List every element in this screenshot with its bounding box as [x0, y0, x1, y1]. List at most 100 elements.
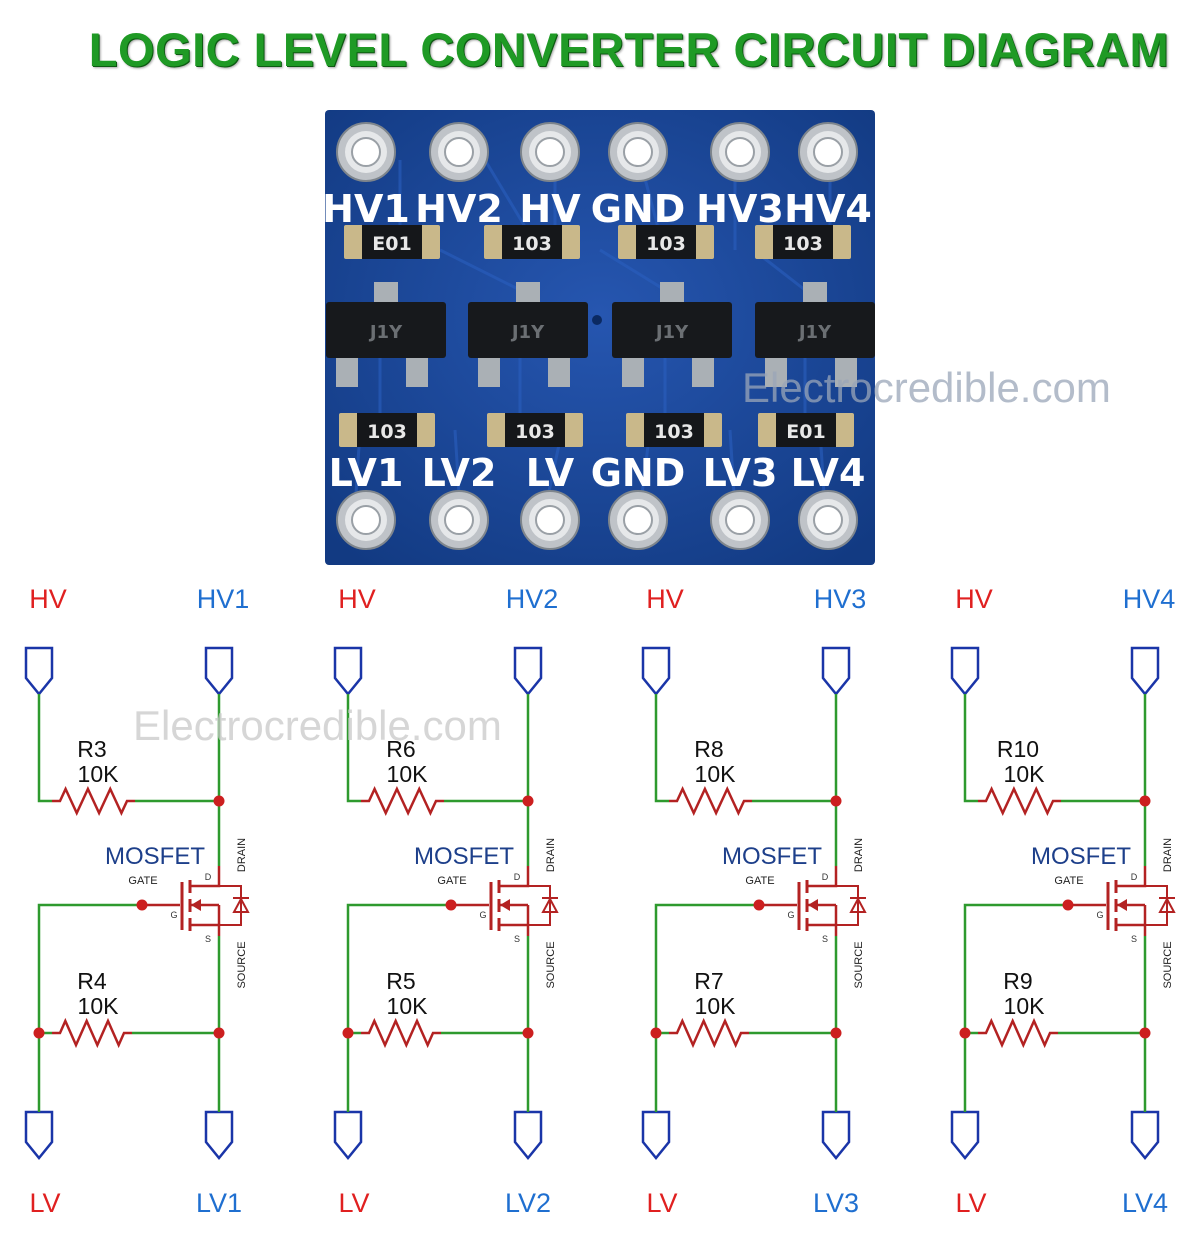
junction-source-node [830, 1027, 842, 1039]
trace [483, 159, 532, 236]
top-pin-label: HV2 [415, 187, 503, 231]
lv-supply-port [24, 1110, 54, 1160]
bottom-resistor [361, 1017, 441, 1049]
diode-wire [836, 885, 859, 926]
resistor-body [505, 413, 565, 447]
board-mosfet-4: J1Y [755, 282, 875, 387]
gate-pin-label: GATE [128, 875, 157, 887]
drain-pin-letter: D [514, 872, 521, 882]
bottom-smd-resistor-4: E01 [758, 413, 854, 447]
mosfet-package [612, 302, 732, 358]
source-pin-label: SOURCE [1162, 941, 1174, 988]
hv-supply-port [641, 646, 671, 696]
top-resistor-ref: R3 [77, 736, 106, 762]
body-arrow [1117, 899, 1127, 911]
mosfet-marking: J1Y [654, 322, 689, 343]
hv-channel-label: HV1 [197, 584, 250, 614]
pad-hole [623, 137, 653, 167]
source-pin-label: SOURCE [545, 941, 557, 988]
mosfet-gate-lead [336, 355, 358, 387]
drain-pin-label: DRAIN [236, 838, 248, 872]
resistor-marking: 103 [515, 421, 555, 443]
hv-wire [346, 694, 361, 803]
lv-channel-port [1130, 1110, 1160, 1160]
drain-pin-label: DRAIN [853, 838, 865, 872]
trace [759, 253, 806, 292]
resistor-marking: 103 [654, 421, 694, 443]
mosfet-label: MOSFET [105, 843, 205, 870]
mosfet-marking: J1Y [797, 322, 832, 343]
top-smd-resistor-4: 103 [755, 225, 851, 259]
gate-pin-letter: G [479, 910, 486, 920]
lv-supply-port [333, 1110, 363, 1160]
top-resistor-value: 10K [387, 761, 429, 787]
resistor-marking: 103 [783, 233, 823, 255]
pad-hole [444, 137, 474, 167]
body-arrow [500, 899, 510, 911]
junction-gate-node [1062, 899, 1074, 911]
resistor-body [362, 225, 422, 259]
hv-supply-port [24, 646, 54, 696]
mosfet-package [468, 302, 588, 358]
top-pin-label: HV3 [696, 187, 784, 231]
junction-lv-node [650, 1027, 662, 1039]
resistor-body [773, 225, 833, 259]
top-smd-resistor-2: 103 [484, 225, 580, 259]
trace [439, 248, 521, 292]
diode-triangle [849, 896, 867, 913]
hv-supply-label: HV [338, 584, 376, 614]
lv-gate-wire [346, 903, 451, 1112]
lv-channel-port [513, 1110, 543, 1160]
body-arrow [191, 899, 201, 911]
mosfet-drain-lead [803, 282, 827, 304]
lv-supply-label: LV [338, 1188, 369, 1218]
bottom-resistor-ref: R7 [694, 968, 723, 994]
gate-pin-label: GATE [1054, 875, 1083, 887]
board-mosfet-1: J1Y [326, 282, 446, 387]
top-resistor [52, 786, 135, 816]
lv-channel-label: LV2 [505, 1188, 551, 1218]
bottom-resistor-ref: R5 [386, 968, 415, 994]
top-resistor [669, 786, 752, 816]
top-resistor-value: 10K [695, 761, 737, 787]
bottom-resistor [978, 1017, 1058, 1049]
pad-hole [725, 505, 755, 535]
top-resistor-ref: R10 [997, 736, 1039, 762]
mosfet-package [755, 302, 875, 358]
hv-channel-port [204, 646, 234, 696]
mosfet-marking: J1Y [368, 322, 403, 343]
top-pin-label: GND [591, 187, 686, 231]
resistor-marking: 103 [646, 233, 686, 255]
bottom-pin-label: LV1 [329, 451, 404, 495]
junction-drain-node [1139, 795, 1151, 807]
top-pin-pad-2 [429, 122, 489, 182]
top-resistor-ref: R6 [386, 736, 415, 762]
mosfet-gate-lead [478, 355, 500, 387]
top-smd-resistor-3: 103 [618, 225, 714, 259]
resistor-body [644, 413, 704, 447]
bottom-resistor-value: 10K [78, 993, 120, 1019]
junction-gate-node [445, 899, 457, 911]
lv-channel-label: LV4 [1122, 1188, 1168, 1218]
lv-gate-wire [654, 903, 759, 1112]
bottom-pin-pad-3 [520, 490, 580, 550]
lv-supply-label: LV [955, 1188, 986, 1218]
diode-triangle [232, 896, 250, 913]
junction-source-node [522, 1027, 534, 1039]
watermark-board: Electrocredible.com [742, 364, 1111, 411]
source-pin-label: SOURCE [853, 941, 865, 988]
hv-supply-label: HV [646, 584, 684, 614]
bottom-resistor [52, 1017, 132, 1049]
diode-wire [528, 885, 551, 926]
top-resistor-ref: R8 [694, 736, 723, 762]
pad-hole [351, 505, 381, 535]
